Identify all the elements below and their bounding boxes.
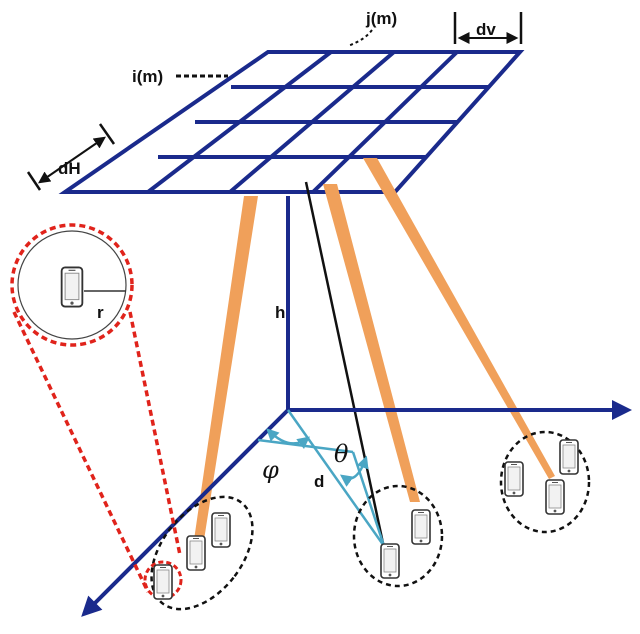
theta-arc [339, 455, 369, 487]
beam-3 [363, 158, 555, 479]
smartphone-icon [153, 564, 173, 600]
user-cluster-3 [499, 430, 591, 534]
smartphone-icon [186, 535, 206, 571]
spacing-dv-label: dv [476, 20, 496, 39]
smartphone-icon [380, 543, 400, 579]
angle-geometry [257, 409, 386, 547]
smartphone-icon [504, 461, 524, 497]
beam-2 [323, 184, 420, 502]
zoom-outer-circle [10, 223, 134, 347]
smartphone-icon [545, 479, 565, 515]
panel-col-leader [347, 29, 373, 47]
radius-label: r [97, 303, 104, 322]
smartphone-icon [60, 266, 84, 308]
user-cluster-1 [150, 495, 254, 611]
array-col-line [228, 50, 396, 194]
y-axis [81, 408, 290, 617]
smartphone-icon [211, 512, 231, 548]
array-col-line [311, 50, 459, 194]
panel-row-label: i(m) [132, 67, 163, 86]
angle-phi-label: φ [262, 456, 279, 484]
smartphone-icon [559, 439, 579, 475]
smartphone-icon [411, 509, 431, 545]
array-col-line [146, 50, 333, 194]
distance-line [304, 181, 386, 549]
zoom-connector-left [12, 311, 150, 593]
spacing-dh-annotation [26, 123, 116, 191]
panel-col-label: j(m) [365, 9, 397, 28]
zoom-connector-right [128, 311, 182, 556]
height-label: h [275, 303, 285, 322]
angle-theta-label: θ [334, 440, 349, 468]
beam-1 [194, 196, 258, 540]
spacing-dh-label: dH [58, 159, 81, 178]
user-cluster-2 [352, 484, 444, 588]
distance-label: d [314, 472, 324, 491]
spacing-dv-annotation [453, 12, 523, 44]
phi-arc [266, 428, 310, 450]
